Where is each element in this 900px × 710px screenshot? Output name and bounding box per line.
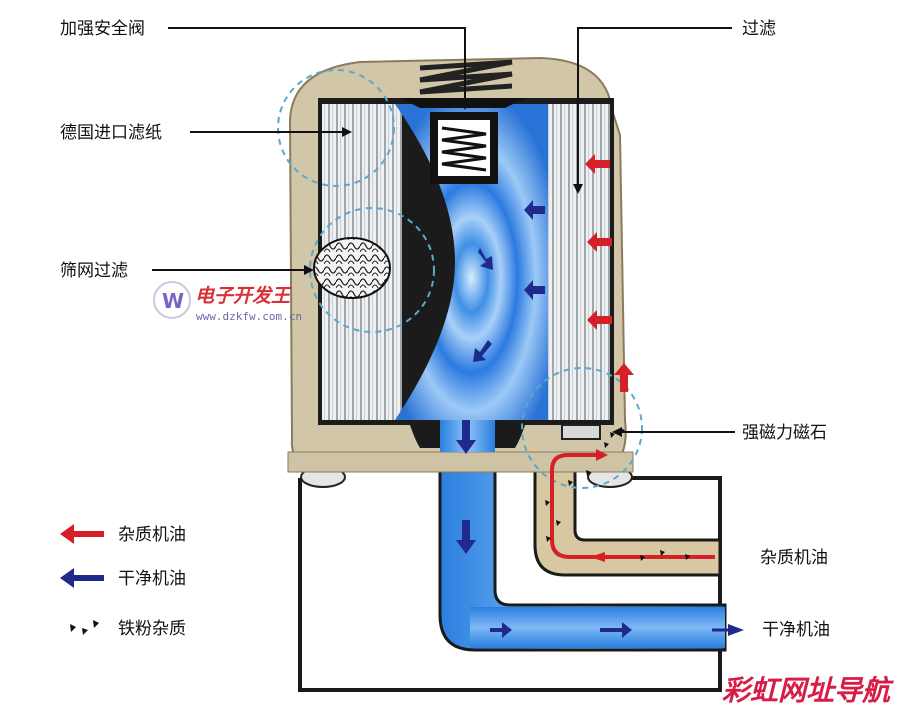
label-dirty-oil-in: 杂质机油 (760, 548, 828, 568)
watermark-site-cn: 电子开发王 (195, 285, 293, 307)
callout-lines (152, 27, 735, 437)
clean-oil-pipe-horizontal (470, 607, 725, 648)
label-filter-paper: 德国进口滤纸 (60, 123, 162, 143)
base-pipe-frame (298, 476, 722, 692)
legend-dirty-arrow (60, 524, 104, 544)
legend-particles-label: 铁粉杂质 (118, 619, 186, 639)
magnet (561, 424, 601, 440)
dirty-oil-arrows (585, 154, 634, 392)
legend: 杂质机油 干净机油 铁粉杂质 (60, 524, 186, 639)
watermark-logo (153, 281, 191, 319)
filter-paper-zoom-circle (277, 69, 395, 187)
label-clean-oil-out: 干净机油 (762, 620, 830, 640)
label-magnet: 强磁力磁石 (742, 423, 827, 443)
dirty-oil-pipe (533, 438, 722, 577)
watermark-site-url: www.dzkfw.com.cn (196, 310, 302, 323)
dirty-inlet-flow-head (596, 449, 608, 461)
mesh-filter-detail (313, 237, 391, 299)
top-plate (400, 98, 525, 108)
legend-clean-arrow (60, 568, 104, 588)
magnet-zoom-circle (521, 367, 643, 489)
oil-swirl (395, 104, 548, 420)
clean-out-arrow (728, 624, 744, 636)
label-relief-valve: 加强安全阀 (60, 19, 145, 39)
legend-particles-icon (70, 620, 99, 635)
dirty-inlet-flow (550, 453, 715, 559)
site-watermark: W 电子开发王 www.dzkfw.com.cn (153, 281, 302, 323)
label-filtering: 过滤 (742, 19, 776, 39)
label-mesh-filter: 筛网过滤 (60, 261, 128, 281)
dirty-inlet-arrow (590, 552, 605, 562)
legend-clean-label: 干净机油 (118, 569, 186, 589)
mesh-zoom-circle (309, 207, 435, 333)
relief-valve-spring (441, 126, 487, 172)
watermark-logo-letter: W (162, 289, 184, 313)
clean-oil-arrows (456, 200, 632, 638)
corner-watermark: 彩虹网址导航 (722, 674, 894, 707)
legend-dirty-label: 杂质机油 (118, 525, 186, 545)
